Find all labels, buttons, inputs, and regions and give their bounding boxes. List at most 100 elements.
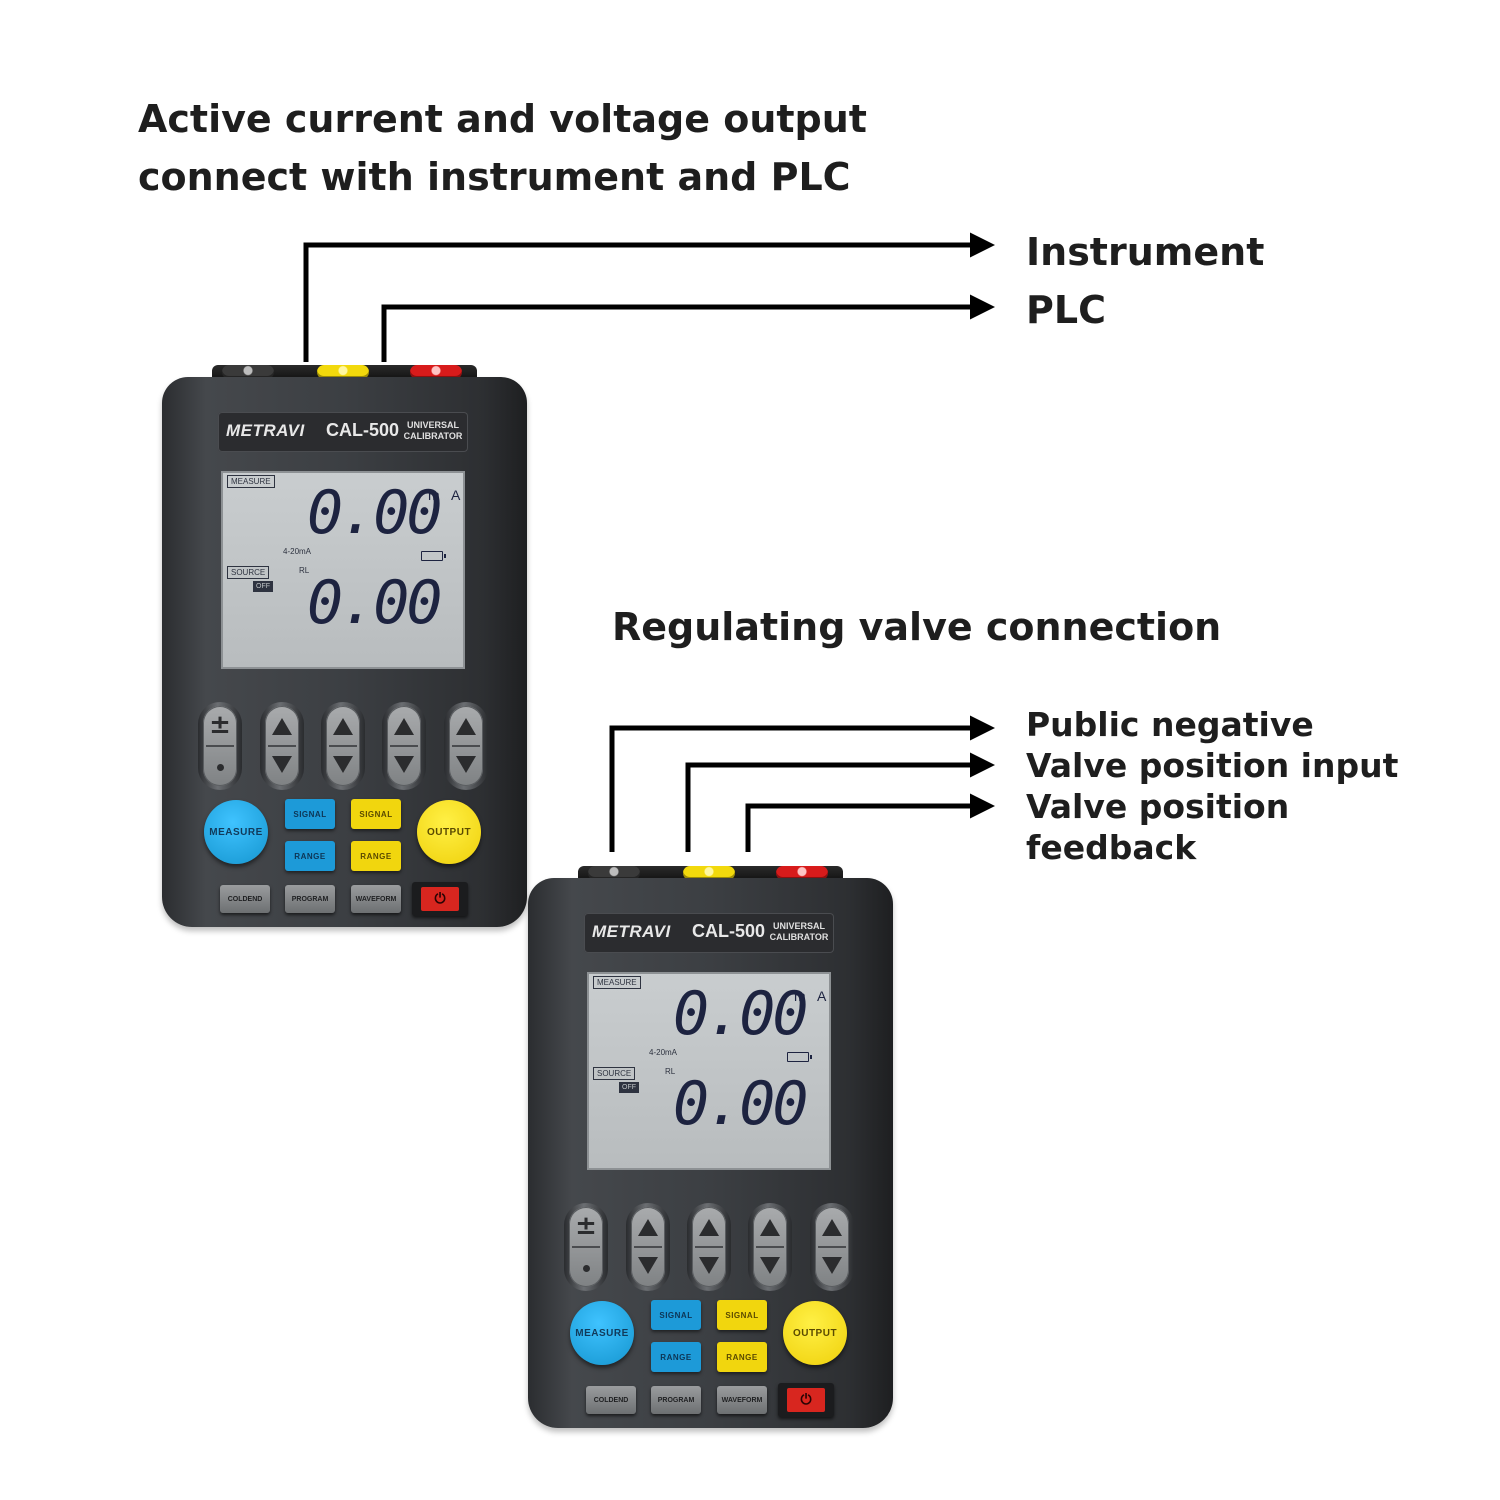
digit-rocker-1[interactable]	[626, 1203, 670, 1291]
coldend-button[interactable]: COLDEND	[220, 885, 270, 913]
lcd-unit: A	[817, 988, 827, 1004]
output-signal-button[interactable]: SIGNAL	[351, 799, 401, 829]
arrow-up-icon	[272, 718, 292, 735]
arrow-down-icon	[638, 1257, 658, 1274]
lcd-reading-bottom: 0.00	[307, 568, 442, 638]
device-body: METRAVI CAL-500 UNIVERSAL CALIBRATOR MEA…	[162, 377, 527, 927]
label-plc: PLC	[1026, 288, 1106, 332]
measure-button[interactable]: MEASURE	[570, 1301, 634, 1365]
arrow-up-icon	[638, 1219, 658, 1236]
digit-rocker-4[interactable]	[810, 1203, 854, 1291]
brand-name: METRAVI	[226, 421, 305, 440]
arrow-down-icon	[699, 1257, 719, 1274]
wire-valve-feedback	[745, 793, 995, 852]
lcd-measure-tag: MEASURE	[227, 475, 275, 488]
measure-range-button[interactable]: RANGE	[651, 1342, 701, 1372]
plus-minus-icon: ±	[575, 1211, 597, 1241]
arrow-up-icon	[333, 718, 353, 735]
top-heading: Active current and voltage output connec…	[138, 90, 867, 206]
arrow-up-icon	[822, 1219, 842, 1236]
power-icon: ⏻	[421, 887, 459, 911]
top-heading-line-1: Active current and voltage output	[138, 97, 867, 141]
brand-name: METRAVI	[592, 922, 671, 941]
label-valve-feedback-line-1: Valve position	[1026, 787, 1290, 826]
key-face	[753, 1207, 787, 1287]
model-subtitle-line-2: CALIBRATOR	[403, 431, 463, 441]
brand-plate: METRAVI CAL-500 UNIVERSAL CALIBRATOR	[584, 913, 834, 953]
top-heading-line-2: connect with instrument and PLC	[138, 155, 851, 199]
model-subtitle-line-1: UNIVERSAL	[406, 420, 459, 430]
arrow-up-icon	[456, 718, 476, 735]
lcd-unit-prefix: m	[428, 487, 440, 503]
terminal-red	[410, 365, 462, 379]
arrow-down-icon	[333, 756, 353, 773]
wire-instrument	[303, 232, 995, 362]
program-button[interactable]: PROGRAM	[651, 1386, 701, 1414]
wire-plc	[381, 294, 995, 362]
model-subtitle-line-2: CALIBRATOR	[769, 932, 829, 942]
lcd-reading-bottom: 0.00	[673, 1069, 808, 1139]
lcd-measure-tag: MEASURE	[593, 976, 641, 989]
terminal-red	[776, 866, 828, 880]
arrow-down-icon	[272, 756, 292, 773]
key-face: ±	[569, 1207, 603, 1287]
lcd-range: 4-20mA	[649, 1048, 678, 1057]
terminal-yellow	[317, 365, 369, 379]
lcd-display: MEASURE SOURCE OFF 4-20mA RL 0.00 0.00 m…	[221, 471, 465, 669]
output-signal-button[interactable]: SIGNAL	[717, 1300, 767, 1330]
key-face	[631, 1207, 665, 1287]
waveform-button[interactable]: WAVEFORM	[351, 885, 401, 913]
arrow-down-icon	[456, 756, 476, 773]
output-range-button[interactable]: RANGE	[717, 1342, 767, 1372]
calibrator-device-2: METRAVI CAL-500 UNIVERSAL CALIBRATOR MEA…	[528, 866, 893, 1428]
program-button[interactable]: PROGRAM	[285, 885, 335, 913]
output-range-button[interactable]: RANGE	[351, 841, 401, 871]
decimal-point-icon	[583, 1265, 590, 1272]
brand-plate: METRAVI CAL-500 UNIVERSAL CALIBRATOR	[218, 412, 468, 452]
digit-rocker-3[interactable]	[382, 702, 426, 790]
output-button[interactable]: OUTPUT	[783, 1301, 847, 1365]
lcd-off-tag: OFF	[253, 581, 273, 592]
model-name: CAL-500	[326, 420, 400, 440]
measure-button[interactable]: MEASURE	[204, 800, 268, 864]
digit-rocker-2[interactable]	[687, 1203, 731, 1291]
output-button[interactable]: OUTPUT	[417, 800, 481, 864]
lcd-source-tag: SOURCE	[593, 1067, 636, 1080]
lcd-source-tag: SOURCE	[227, 566, 270, 579]
waveform-button[interactable]: WAVEFORM	[717, 1386, 767, 1414]
bottom-heading: Regulating valve connection	[612, 605, 1222, 649]
key-face	[265, 706, 299, 786]
terminal-black	[588, 866, 640, 880]
decimal-point-icon	[217, 764, 224, 771]
measure-signal-button[interactable]: SIGNAL	[651, 1300, 701, 1330]
measure-signal-button[interactable]: SIGNAL	[285, 799, 335, 829]
digit-rocker-2[interactable]	[321, 702, 365, 790]
arrow-down-icon	[394, 756, 414, 773]
coldend-button[interactable]: COLDEND	[586, 1386, 636, 1414]
wire-valve-input	[685, 752, 995, 852]
measure-range-button[interactable]: RANGE	[285, 841, 335, 871]
plus-minus-key[interactable]: ±	[198, 702, 242, 790]
model-name: CAL-500	[692, 921, 766, 941]
lcd-range: 4-20mA	[283, 547, 312, 556]
lcd-reading-top: 0.00	[307, 478, 442, 548]
lcd-unit: A	[451, 487, 461, 503]
power-button[interactable]: ⏻	[412, 882, 468, 916]
lcd-rl: RL	[665, 1067, 676, 1076]
key-face	[449, 706, 483, 786]
digit-rocker-4[interactable]	[444, 702, 488, 790]
digit-rocker-1[interactable]	[260, 702, 304, 790]
digit-rocker-3[interactable]	[748, 1203, 792, 1291]
key-face	[815, 1207, 849, 1287]
plus-minus-key[interactable]: ±	[564, 1203, 608, 1291]
terminal-yellow	[683, 866, 735, 880]
power-button[interactable]: ⏻	[778, 1383, 834, 1417]
power-icon: ⏻	[787, 1388, 825, 1412]
battery-icon	[787, 1052, 812, 1062]
key-face	[326, 706, 360, 786]
plus-minus-icon: ±	[209, 710, 231, 740]
arrow-down-icon	[760, 1257, 780, 1274]
key-face	[387, 706, 421, 786]
model-subtitle-line-1: UNIVERSAL	[772, 921, 825, 931]
lcd-unit-prefix: m	[794, 988, 806, 1004]
